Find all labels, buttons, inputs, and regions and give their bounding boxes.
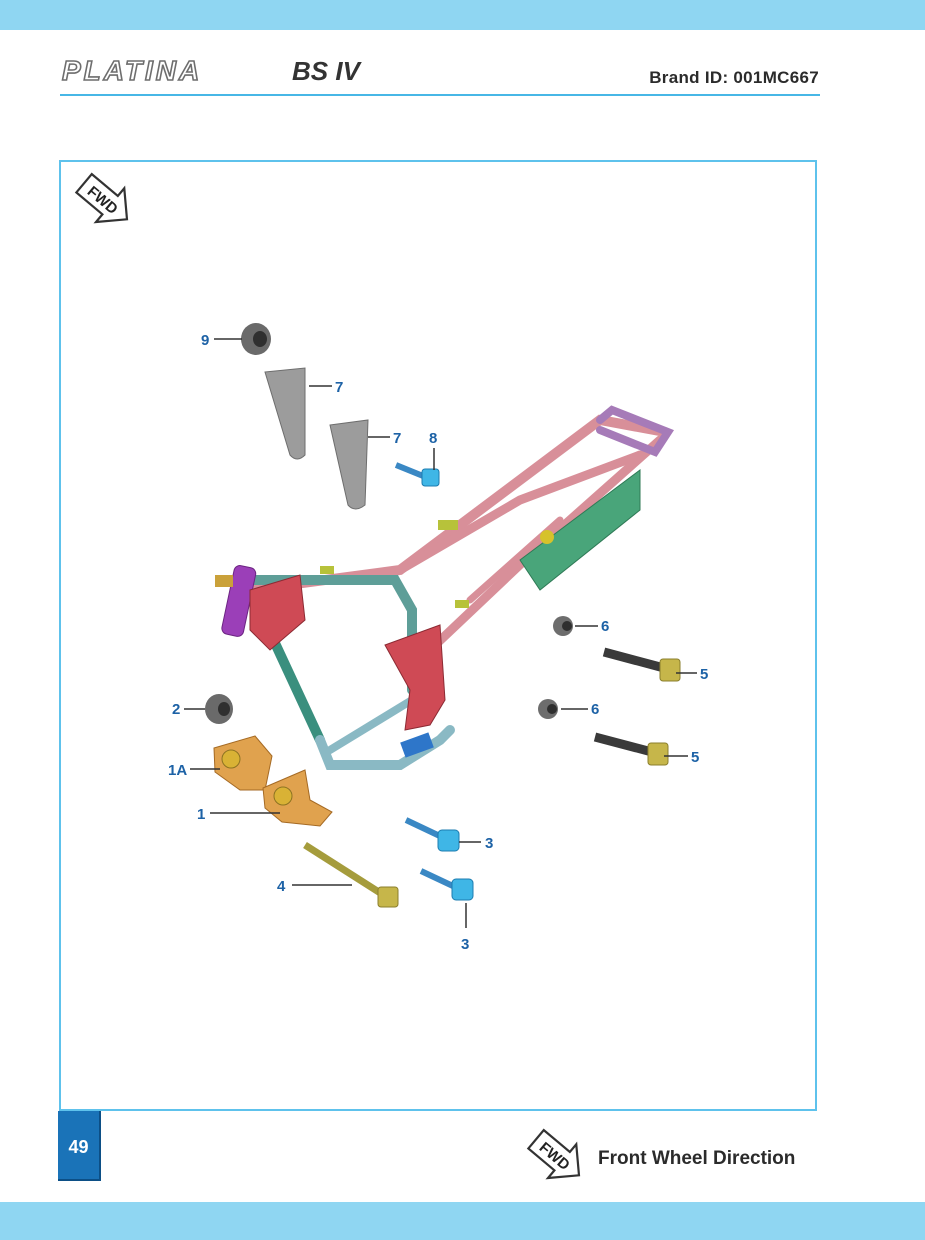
part-6-nut-upper: [553, 616, 573, 636]
callout-1a: 1A: [168, 762, 187, 779]
page-number: 49: [68, 1137, 89, 1157]
logo-suffix: BS IV: [292, 56, 363, 86]
callout-7-lower: 7: [393, 430, 401, 447]
logo-wordmark: PLATINA: [62, 56, 202, 86]
callout-2: 2: [172, 701, 180, 718]
platina-logo: PLATINA BS IV: [61, 56, 363, 86]
callout-6-upper: 6: [601, 618, 609, 635]
part-5-bolt-lower: [593, 732, 669, 766]
callout-3-upper: 3: [485, 835, 493, 852]
part-7-plate-upper: [264, 367, 306, 460]
brand-id: Brand ID: 001MC667: [649, 68, 819, 87]
part-3-bolt-lower: [419, 868, 474, 901]
part-8-bolt: [394, 462, 440, 487]
header-rule: [60, 94, 820, 96]
diagram-frame: [59, 160, 817, 1111]
part-1a-bushing: [221, 749, 241, 769]
callout-1: 1: [197, 806, 205, 823]
top-color-band: [0, 0, 925, 30]
bottom-color-band: [0, 1202, 925, 1240]
callout-5-lower: 5: [691, 749, 699, 766]
part-7-plate-lower: [329, 419, 369, 510]
page-number-badge: 49: [58, 1111, 101, 1181]
callout-4: 4: [277, 878, 286, 895]
callout-5-upper: 5: [700, 666, 708, 683]
part-5-bolt-upper: [602, 647, 681, 682]
callout-3-lower: 3: [461, 936, 469, 953]
callout-6-lower: 6: [591, 701, 599, 718]
motorcycle-frame-illustration: [215, 405, 675, 770]
fwd-legend-icon: FWD: [526, 1128, 581, 1180]
part-3-bolt-upper: [404, 817, 460, 852]
callout-leaders: [184, 338, 697, 928]
part-2-nut: [205, 694, 233, 724]
callout-7-upper: 7: [335, 379, 343, 396]
callout-9: 9: [201, 332, 209, 349]
front-wheel-direction-label: Front Wheel Direction: [598, 1148, 796, 1169]
part-6-nut-lower: [538, 699, 558, 719]
fwd-arrow-icon: FWD: [74, 172, 129, 224]
part-4-long-bolt: [303, 842, 399, 908]
part-1-bracket: [262, 769, 333, 827]
part-1-bushing: [273, 786, 293, 806]
part-9-nut: [241, 323, 271, 355]
callout-8: 8: [429, 430, 437, 447]
